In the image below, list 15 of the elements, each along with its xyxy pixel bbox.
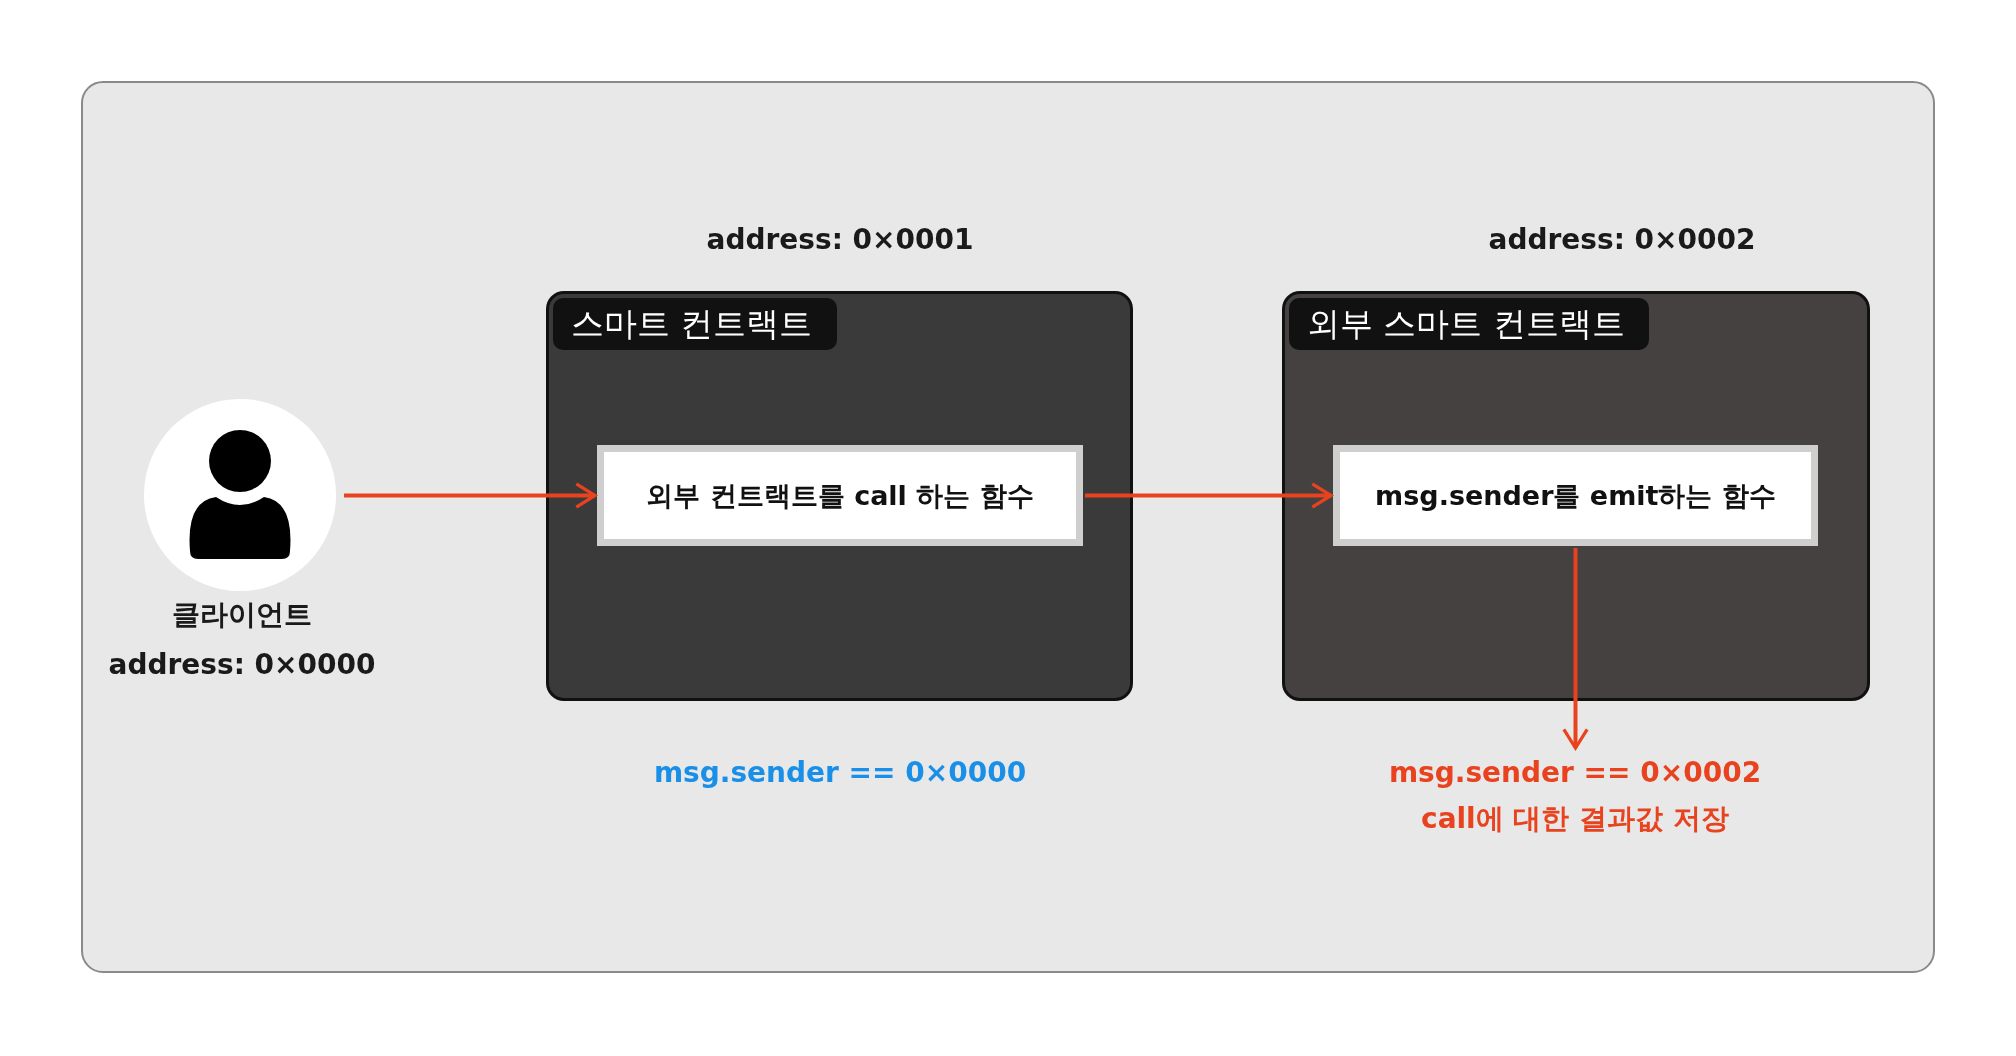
title-tab: 외부 스마트 컨트랙트 <box>1289 298 1649 350</box>
title-tab: 스마트 컨트랙트 <box>553 298 837 350</box>
address-label: address: 0×0002 <box>1487 222 1757 258</box>
arrow <box>1085 482 1333 509</box>
arrow <box>1562 548 1589 750</box>
address-label: address: 0×0001 <box>705 222 975 258</box>
function-box: msg.sender를 emit하는 함수 <box>1333 445 1818 546</box>
sender-note: msg.sender == 0×0000 <box>652 755 1028 791</box>
address-label: address: 0×0000 <box>107 647 377 683</box>
function-box: 외부 컨트랙트를 call 하는 함수 <box>597 445 1083 546</box>
container-box <box>546 291 1133 701</box>
container-box <box>1282 291 1870 701</box>
client-label: 클라이언트 <box>171 597 313 633</box>
result-note: msg.sender == 0×0002 call에 대한 결과값 저장 <box>1365 750 1785 844</box>
arrow <box>344 482 597 509</box>
